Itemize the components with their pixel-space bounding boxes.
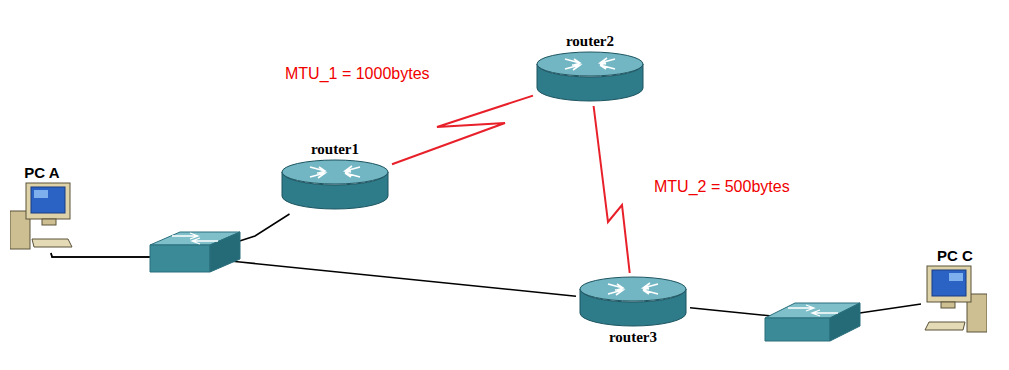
- node-label: PC C: [937, 247, 973, 264]
- pc-drawing: [925, 266, 987, 332]
- switch-icon: [765, 303, 860, 341]
- switch-icon: [150, 232, 240, 272]
- router-icon: [535, 50, 645, 104]
- serial-link: [594, 106, 630, 273]
- pc-stand: [42, 219, 56, 225]
- pc-keyboard: [925, 322, 965, 330]
- router-node: router3: [576, 273, 690, 348]
- node-label: PC A: [24, 164, 59, 181]
- node-label: router3: [609, 329, 657, 346]
- router-top: [580, 277, 686, 301]
- computer-icon: [923, 264, 987, 334]
- computer-node: PC A: [8, 162, 76, 253]
- pc-screen: [932, 270, 966, 296]
- screen-glare: [949, 273, 963, 281]
- mtu-label: MTU_1 = 1000bytes: [283, 65, 432, 83]
- pc-screen: [31, 187, 65, 213]
- router-node: router1: [278, 139, 392, 214]
- router-arrows: [565, 58, 615, 70]
- pc-monitor: [927, 266, 971, 302]
- serial-link: [392, 96, 533, 165]
- ethernet-link: [51, 253, 576, 296]
- pc-monitor: [26, 183, 70, 219]
- node-label: router1: [311, 141, 359, 158]
- router-arrows: [608, 283, 658, 295]
- computer-node: PC C: [921, 245, 989, 336]
- router-node: router2: [533, 31, 647, 106]
- node-label: router2: [566, 33, 614, 50]
- router-top: [282, 160, 388, 184]
- router-icon: [280, 158, 390, 212]
- screen-glare: [34, 190, 48, 198]
- mtu-label: MTU_2 = 500bytes: [652, 178, 792, 196]
- computer-icon: [10, 181, 74, 251]
- router-top: [537, 52, 643, 76]
- router-arrows: [310, 166, 360, 178]
- pc-keyboard: [32, 239, 72, 247]
- pc-stand: [941, 302, 955, 308]
- pc-drawing: [10, 183, 72, 249]
- router-icon: [578, 275, 688, 329]
